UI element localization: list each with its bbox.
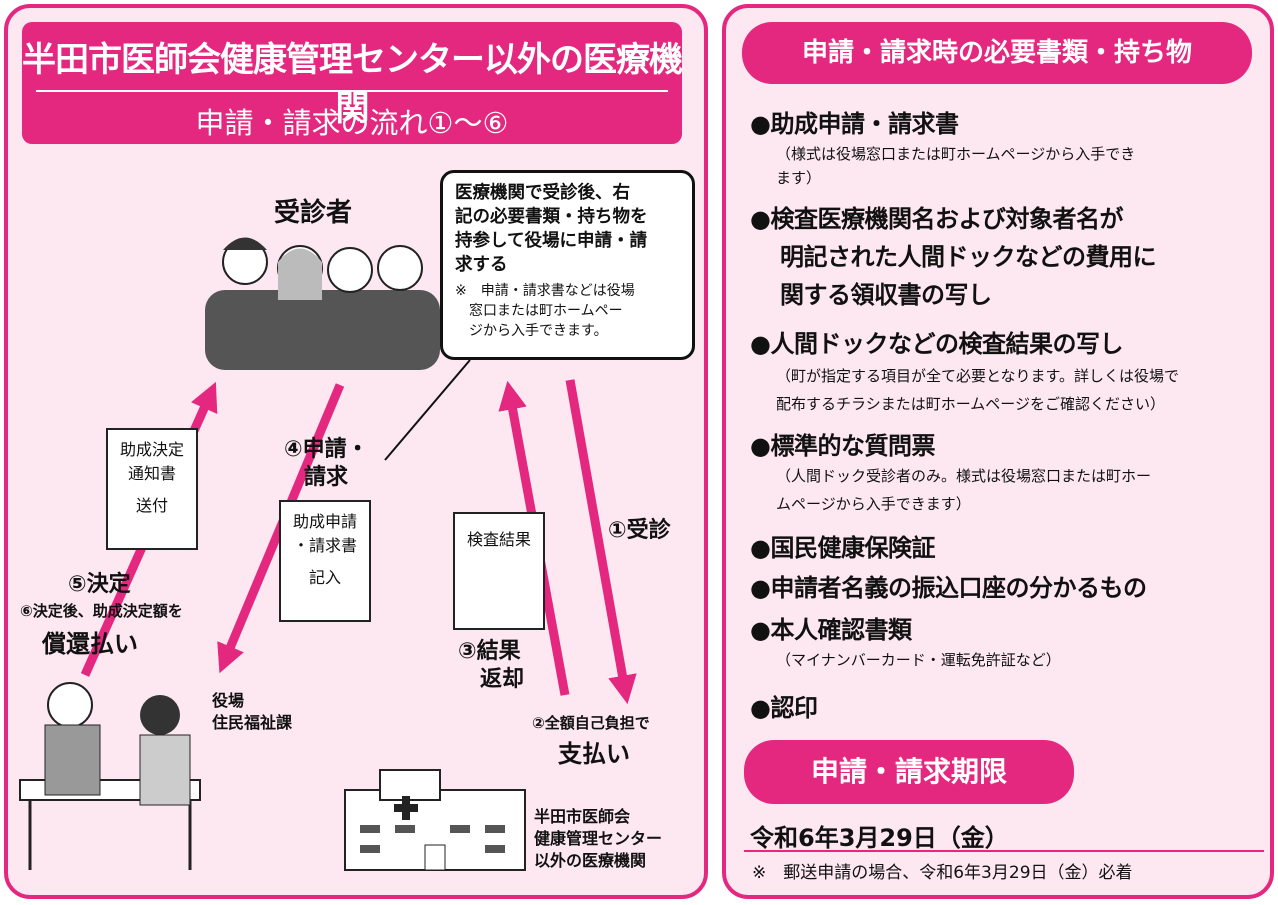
step3-label: ③結果 返却	[458, 638, 524, 694]
step-text: 請求	[304, 465, 349, 490]
req-item: ●認印	[750, 694, 818, 722]
bubble-line: 求する	[455, 255, 508, 275]
title-divider	[36, 90, 668, 92]
arrow-step1	[565, 379, 637, 705]
office-illustration	[19, 682, 201, 870]
note-line: ます）	[776, 169, 822, 187]
deadline-header: 申請・請求期限	[744, 740, 1074, 804]
hospital-label: 半田市医師会 健康管理センター 以外の医療機関	[534, 806, 662, 872]
req-item: ●助成申請・請求書	[750, 110, 959, 138]
item-line: ●検査医療機関名および対象者名が	[750, 205, 1123, 233]
doc-text: 記入	[308, 568, 341, 587]
req-note: （様式は役場窓口または町ホームページから入手でき ます）	[776, 142, 1135, 190]
step-text: 返却	[480, 667, 525, 692]
doc-text: 通知書	[127, 464, 176, 483]
deadline-date: 令和6年3月29日（金）	[750, 824, 1009, 852]
deadline-note: ※ 郵送申請の場合、令和6年3月29日（金）必着	[752, 863, 1133, 883]
step2-sub: 支払い	[558, 740, 630, 768]
bubble-line: 持参して役場に申請・請	[455, 231, 647, 251]
office-text: 住民福祉課	[212, 713, 293, 732]
result-doc: 検査結果	[453, 512, 545, 630]
patients-illustration	[205, 237, 440, 370]
step-text: ④申請・	[284, 437, 369, 462]
doc-text: 助成決定	[119, 440, 184, 459]
step6-label: ⑥決定後、助成決定額を	[20, 602, 183, 620]
flow-title-box: 半田市医師会健康管理センター以外の医療機関 申請・請求の流れ①～⑥	[22, 22, 683, 144]
requirements-header: 申請・請求時の必要書類・持ち物	[742, 22, 1252, 84]
doc-text: 検査結果	[466, 530, 531, 549]
bubble-note: ※ 申請・請求書などは役場	[455, 283, 635, 299]
step2-label: ②全額自己負担で	[532, 714, 650, 732]
doc-text: 送付	[135, 496, 168, 515]
patient-label: 受診者	[274, 198, 353, 228]
decision-notice-doc: 助成決定 通知書 送付	[106, 428, 198, 550]
req-item: ●本人確認書類	[750, 616, 912, 644]
step1-label: ①受診	[608, 518, 671, 543]
doc-text: ・請求書	[292, 536, 357, 555]
item-line: 関する領収書の写し	[780, 281, 992, 309]
step6-sub: 償還払い	[42, 630, 138, 658]
application-doc: 助成申請 ・請求書 記入	[279, 500, 371, 622]
bubble-note: 窓口または町ホームペー	[455, 303, 623, 319]
req-item: ●国民健康保険証	[750, 534, 935, 562]
note-line: （人間ドック受診者のみ。様式は役場窓口または町ホー	[776, 467, 1152, 485]
instruction-bubble: 医療機関で受診後、右 記の必要書類・持ち物を 持参して役場に申請・請 求する ※…	[440, 170, 695, 360]
req-note: （人間ドック受診者のみ。様式は役場窓口または町ホー ムページから入手できます）	[776, 462, 1151, 518]
hospital-illustration	[344, 769, 526, 871]
req-item: ●検査医療機関名および対象者名が 明記された人間ドックなどの費用に 関する領収書…	[750, 200, 1157, 314]
req-item: ●申請者名義の振込口座の分かるもの	[750, 574, 1147, 602]
note-line: 配布するチラシまたは町ホームページをご確認ください）	[776, 395, 1165, 413]
flow-title: 半田市医師会健康管理センター以外の医療機関	[22, 40, 683, 129]
req-item: ●標準的な質問票	[750, 432, 935, 460]
bubble-line: 記の必要書類・持ち物を	[455, 207, 648, 227]
step-text: ③結果	[458, 639, 521, 664]
hospital-text: 健康管理センター	[534, 829, 663, 848]
flow-diagram	[19, 237, 637, 871]
note-line: （様式は役場窓口または町ホームページから入手でき	[776, 145, 1136, 163]
hospital-text: 半田市医師会	[534, 807, 631, 826]
note-line: ムページから入手できます）	[776, 495, 971, 513]
office-label: 役場 住民福祉課	[212, 690, 292, 734]
hospital-text: 以外の医療機関	[534, 851, 647, 870]
bubble-note: ジから入手できます。	[455, 323, 608, 339]
req-item: ●人間ドックなどの検査結果の写し	[750, 330, 1123, 358]
req-note: （マイナンバーカード・運転免許証など）	[776, 651, 1061, 669]
flow-subtitle: 申請・請求の流れ①～⑥	[195, 106, 509, 140]
item-line: 明記された人間ドックなどの費用に	[780, 243, 1157, 271]
bubble-line: 医療機関で受診後、右	[455, 183, 630, 203]
note-line: （町が指定する項目が全て必要となります。詳しくは役場で	[776, 367, 1180, 385]
step4-label: ④申請・ 請求	[284, 436, 369, 492]
doc-text: 助成申請	[292, 512, 357, 531]
step5-label: ⑤決定	[68, 572, 131, 597]
deadline-divider	[744, 850, 1264, 852]
req-note: （町が指定する項目が全て必要となります。詳しくは役場で 配布するチラシまたは町ホ…	[776, 362, 1179, 418]
office-text: 役場	[212, 691, 245, 710]
